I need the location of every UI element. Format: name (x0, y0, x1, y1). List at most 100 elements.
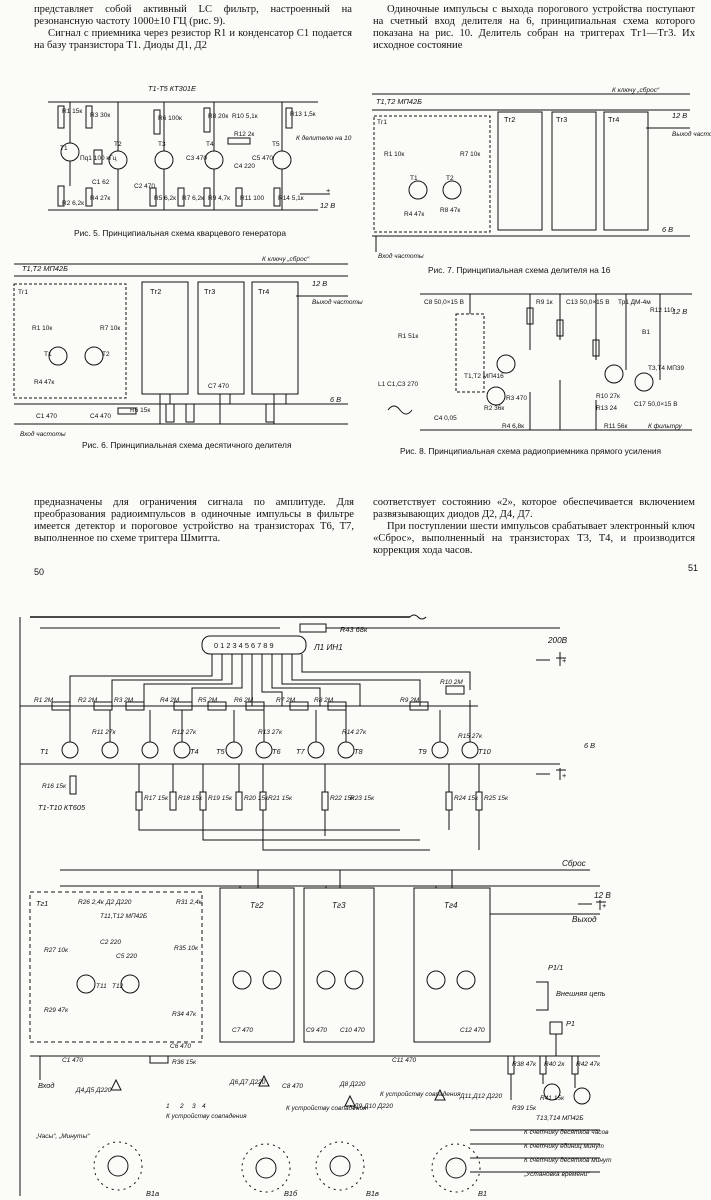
big-d9d10: Д9,Д10 Д220 (353, 1103, 393, 1110)
svg-text:R7 10к: R7 10к (460, 151, 480, 158)
big-to-coin3: К устройству совпадения (380, 1090, 461, 1098)
fig6-tg4: Тг4 (258, 287, 269, 296)
big-n1: 1 (166, 1103, 170, 1110)
fig8-c8: C8 50,0×15 В (424, 299, 464, 306)
big-c5: C5 220 (116, 953, 137, 960)
big-c11: C11 470 (392, 1057, 416, 1064)
fig6-tg1: Тг1 (18, 289, 28, 296)
fig7-tg4: Тг4 (608, 115, 619, 124)
fig5-pq1: Пq1 100 кГц (80, 155, 117, 162)
svg-text:R8 47к: R8 47к (440, 207, 460, 214)
fig5-c3: C3 470 (186, 155, 207, 162)
big-p1: P1 (566, 1019, 575, 1028)
svg-text:T1: T1 (60, 145, 68, 152)
big-to-min: К счетчику единиц минут (524, 1142, 604, 1150)
fig7-in: Вход частоты (378, 252, 424, 260)
fig5-v: 12 В (320, 201, 335, 210)
big-d2: Д2 Д220 (105, 899, 132, 906)
big-r12: R12 27к (172, 729, 197, 736)
fig5-plus: + (326, 186, 330, 195)
big-digits: 0 1 2 3 4 5 6 7 8 9 (214, 641, 274, 650)
svg-text:T2: T2 (102, 351, 110, 358)
fig6-in: Вход частоты (20, 430, 66, 438)
big-r27: R27 10к (44, 947, 69, 954)
fig6-tg3: Тг3 (204, 287, 215, 296)
caption-fig8: Рис. 8. Принципиальная схема радиоприемн… (400, 446, 662, 456)
base-resistors: R17 15к R18 15к R19 15к R20 15к R21 15к … (135, 791, 509, 811)
big-c6: C6 470 (170, 1043, 191, 1050)
fig8-out: К фильтру (648, 423, 683, 430)
fig5-c4: C4 220 (234, 163, 255, 170)
big-schematic: R43 68к 200В 0 1 2 3 4 5 6 7 8 9 Л1 ИН1 … (19, 614, 612, 1198)
fig5-r3: R3 30к (90, 112, 110, 119)
big-tg3: Тг3 (332, 901, 346, 910)
big-r14: R14 27к (342, 729, 367, 736)
fig6-decade-divider: Т1,Т2 МП42Б К ключу „сброс“ 12 В Выход ч… (13, 255, 363, 438)
big-r6: R6 2М (234, 697, 254, 704)
big-r42: R42 47к (576, 1061, 601, 1068)
big-r1: R1 2М (34, 697, 54, 704)
fig6-header: Т1,Т2 МП42Б (22, 264, 68, 273)
big-b1c: В1в (366, 1189, 379, 1198)
fig8-c13: C13 50,0×15 В (566, 299, 610, 306)
fig8-r12: R12 110 (650, 307, 674, 314)
big-r21: R21 15к (268, 795, 293, 802)
svg-text:T8: T8 (354, 747, 364, 756)
big-r22: R22 15к (330, 795, 355, 802)
page-number-right: 51 (688, 563, 699, 573)
right-column-bottom: соответствует состоянию «2», которое обе… (373, 497, 695, 557)
svg-text:T1: T1 (40, 747, 49, 756)
big-r26: R26 2,4к (78, 899, 105, 906)
big-d4d5: Д4,Д5 Д220 (75, 1087, 112, 1094)
big-b1a: В1а (146, 1189, 159, 1198)
big-r31: R31 2,4к (176, 899, 203, 906)
big-r36: R36 15к (172, 1059, 197, 1066)
big-r11: R11 27к (92, 729, 116, 736)
key-transistors: T1 T4 T5 T6 T7 T8 T9 T10 (40, 741, 492, 759)
fig7-tg3: Тг3 (556, 115, 567, 124)
svg-text:T10: T10 (478, 747, 492, 756)
fig6-r6: R6 15к (130, 407, 150, 414)
big-c10: C10 470 (340, 1027, 365, 1034)
fig5-r4: R4 27к (90, 195, 110, 202)
big-r4: R4 2М (160, 697, 180, 704)
fig5-r9: R9 4,7к (208, 195, 230, 202)
svg-text:T5: T5 (272, 141, 280, 148)
big-b1b: В1б (284, 1189, 298, 1198)
fig5-r11: R11 100 (240, 195, 264, 202)
svg-text:R1 10к: R1 10к (384, 151, 404, 158)
fig8-t3t4: Т3,Т4 МП39 (648, 365, 684, 372)
big-hours: „Часы“, „Минуты“ (35, 1133, 90, 1140)
svg-text:T3: T3 (158, 141, 166, 148)
big-v200: 200В (547, 636, 568, 645)
big-r24: R24 15к (454, 795, 479, 802)
fig8-r4: R4 6,8к (502, 423, 524, 430)
svg-text:T4: T4 (190, 747, 199, 756)
svg-text:T2: T2 (446, 175, 454, 182)
big-r19: R19 15к (208, 795, 233, 802)
fig8-l1: L1 C1,C3 270 (378, 381, 418, 388)
fig5-r6: R6 100к (158, 115, 182, 122)
svg-text:T4: T4 (206, 141, 214, 148)
anode-resistors: R1 2М R2 2М R3 2М R4 2М R5 2М R6 2М R7 2… (34, 679, 465, 711)
big-c8: C8 470 (282, 1083, 303, 1090)
left-column-bottom: предназначены для ограничения сигнала по… (34, 497, 354, 545)
fig5-header: Т1-Т5 КТ301Е (148, 84, 196, 93)
fig6-out: Выход частоты (312, 298, 363, 306)
fig8-r11: R11 56к (604, 423, 627, 430)
fig8-v: 12 В (672, 307, 687, 316)
big-r13: R13 27к (258, 729, 283, 736)
big-d11d12: Д11,Д12 Д220 (459, 1093, 503, 1100)
page-number-left: 50 (34, 567, 45, 577)
big-r29: R29 47к (44, 1007, 69, 1014)
fig6-tg2: Тг2 (150, 287, 161, 296)
big-l1: Л1 ИН1 (313, 643, 343, 652)
big-r5: R5 2М (198, 697, 218, 704)
svg-text:T11: T11 (96, 983, 107, 990)
svg-text:T1: T1 (410, 175, 418, 182)
fig5-r14: R14 5,1к (278, 195, 304, 202)
fig5-c2: C2 470 (134, 183, 155, 190)
right-paragraph-3: При поступлении шести импульсов срабатыв… (373, 521, 695, 556)
big-r41: R41 15к (540, 1095, 565, 1102)
